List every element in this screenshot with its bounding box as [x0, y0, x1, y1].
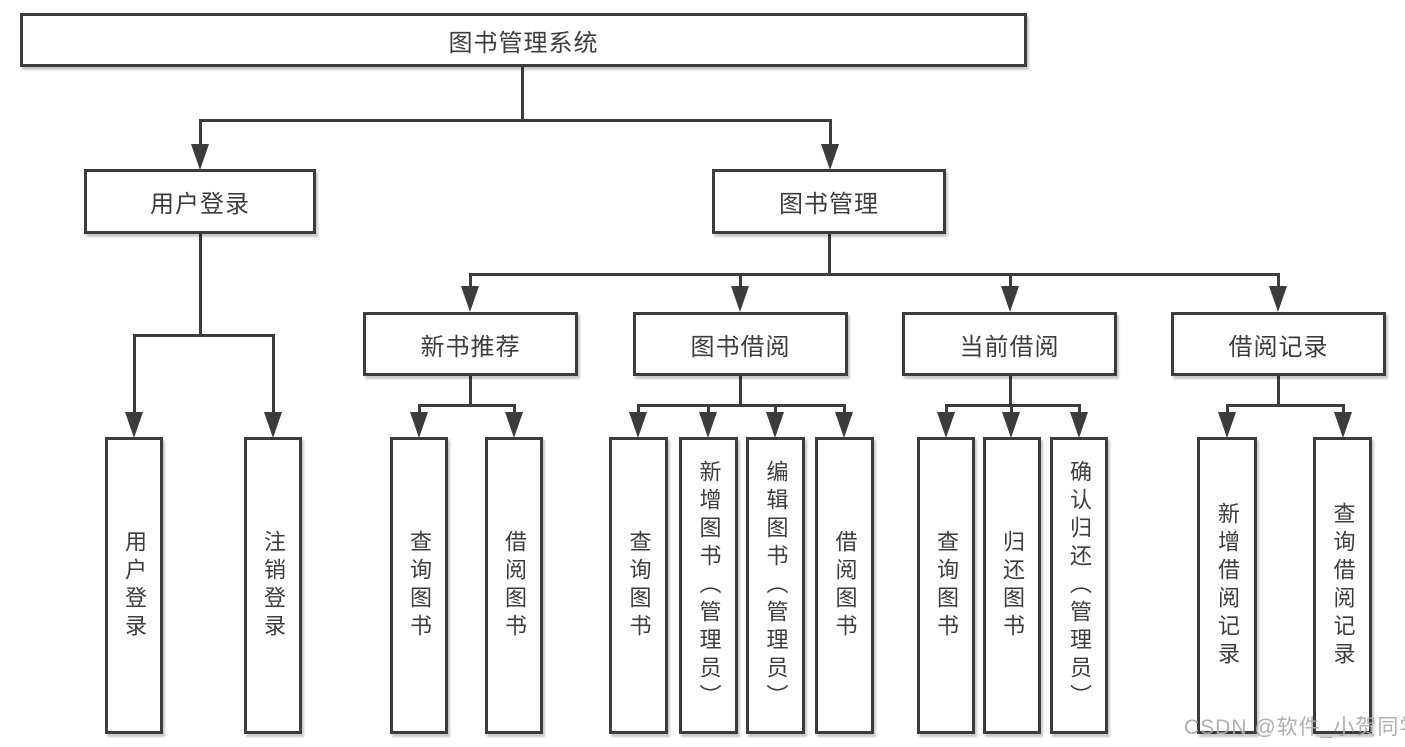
leaf-s1-borrow-books-label: 借阅图书 [832, 529, 858, 642]
leaf-s3-query-borrow-record: 查询借阅记录 [1313, 437, 1372, 734]
connector-drop-s2-leaf1 [1010, 404, 1013, 416]
node-book-management: 图书管理 [712, 169, 946, 234]
connector-s3-bar [1226, 404, 1344, 407]
leaf-s3-query-borrow-record-label: 查询借阅记录 [1330, 501, 1356, 670]
node-book-borrow: 图书借阅 [633, 312, 848, 376]
connector-level2-bar [199, 119, 832, 122]
leaf-user-login-label: 用户登录 [122, 529, 147, 642]
arrowhead-s2-leaf2 [1070, 412, 1088, 438]
leaf-s0-borrow-books: 借阅图书 [485, 437, 543, 734]
arrowhead-s1-leaf3 [835, 412, 853, 438]
node-book-borrow-label: 图书借阅 [690, 333, 791, 361]
connector-drop-s1-leaf1 [707, 404, 710, 416]
connector-management-stem [828, 233, 831, 275]
connector-drop-s1-leaf2 [774, 404, 777, 416]
connector-drop-s1-leaf3 [843, 404, 846, 416]
arrowhead-user-login [191, 144, 209, 170]
connector-drop-s3-leaf0 [1226, 404, 1229, 416]
connector-drop-s0-leaf1 [513, 404, 516, 416]
leaf-logout: 注销登录 [244, 437, 302, 734]
leaf-s2-return-books-label: 归还图书 [1000, 529, 1025, 642]
arrowhead-s2-leaf0 [937, 412, 955, 438]
arrowhead-s3-leaf0 [1218, 412, 1236, 438]
arrowhead-new-book [461, 286, 479, 312]
leaf-s0-query-books: 查询图书 [390, 437, 448, 734]
leaf-s1-borrow-books: 借阅图书 [815, 437, 874, 734]
connector-level3-bar [469, 273, 1279, 276]
node-current-borrow-label: 当前借阅 [959, 333, 1060, 361]
node-user-login-label: 用户登录 [150, 191, 250, 218]
csdn-watermark: CSDN @软件_小贺同学 [1184, 716, 1405, 739]
leaf-s2-query-books-label: 查询图书 [934, 529, 959, 642]
connector-s0-stem [469, 376, 472, 407]
connector-drop-book-borrow [739, 273, 742, 289]
connector-drop-current-borrow [1009, 273, 1012, 289]
leaf-s0-query-books-label: 查询图书 [407, 529, 432, 642]
node-borrow-records: 借阅记录 [1171, 312, 1386, 376]
arrowhead-borrow-records [1269, 286, 1287, 312]
leaf-s2-confirm-return-admin-label: 确认归还（管理员） [1067, 459, 1092, 712]
arrowhead-s2-leaf1 [1002, 412, 1020, 438]
leaf-s2-return-books: 归还图书 [983, 437, 1041, 734]
leaf-s1-query-books: 查询图书 [609, 437, 668, 734]
connector-drop-login-leaf2 [272, 334, 275, 414]
leaf-s2-confirm-return-admin: 确认归还（管理员） [1050, 437, 1108, 734]
leaf-s1-add-book-admin: 新增图书（管理员） [679, 437, 738, 734]
node-root-label: 图书管理系统 [448, 29, 599, 57]
connector-drop-book-management [829, 119, 832, 149]
leaf-logout-label: 注销登录 [261, 529, 286, 642]
arrowhead-s0-leaf0 [410, 412, 428, 438]
leaf-s1-edit-book-admin-label: 编辑图书（管理员） [763, 459, 789, 712]
arrowhead-book-management [821, 144, 839, 170]
arrowhead-login-leaf1 [125, 412, 143, 438]
connector-s1-bar [637, 404, 846, 407]
leaf-s2-query-books: 查询图书 [917, 437, 975, 734]
node-user-login: 用户登录 [84, 169, 316, 234]
node-new-book-recommend: 新书推荐 [363, 312, 578, 376]
connector-login-stem [199, 233, 202, 337]
connector-drop-s1-leaf0 [637, 404, 640, 416]
node-current-borrow: 当前借阅 [902, 312, 1117, 376]
node-book-management-label: 图书管理 [779, 191, 879, 218]
connector-drop-s2-leaf2 [1078, 404, 1081, 416]
leaf-s1-add-book-admin-label: 新增图书（管理员） [696, 459, 722, 712]
connector-root-stem [521, 67, 524, 121]
arrowhead-s3-leaf1 [1334, 412, 1352, 438]
node-root: 图书管理系统 [20, 13, 1027, 67]
connector-drop-login-leaf1 [133, 334, 136, 414]
arrowhead-s1-leaf2 [766, 412, 784, 438]
connector-drop-s2-leaf0 [945, 404, 948, 416]
connector-s2-bar [945, 404, 1081, 407]
arrowhead-login-leaf2 [264, 412, 282, 438]
node-new-book-recommend-label: 新书推荐 [420, 333, 521, 361]
arrowhead-s1-leaf1 [699, 412, 717, 438]
arrowhead-s1-leaf0 [629, 412, 647, 438]
connector-drop-new-book [469, 273, 472, 289]
connector-drop-s3-leaf1 [1342, 404, 1345, 416]
arrowhead-current-borrow [1001, 286, 1019, 312]
connector-drop-user-login [199, 119, 202, 149]
connector-s1-stem [739, 376, 742, 407]
node-borrow-records-label: 借阅记录 [1228, 333, 1329, 361]
connector-s2-stem [1009, 376, 1012, 407]
connector-s3-stem [1277, 376, 1280, 407]
connector-s0-bar [418, 404, 516, 407]
connector-drop-borrow-records [1277, 273, 1280, 289]
leaf-s0-borrow-books-label: 借阅图书 [502, 529, 527, 642]
arrowhead-s0-leaf1 [505, 412, 523, 438]
leaf-s1-query-books-label: 查询图书 [626, 529, 652, 642]
leaf-s3-add-borrow-record-label: 新增借阅记录 [1215, 501, 1240, 670]
arrowhead-book-borrow [731, 286, 749, 312]
connector-drop-s0-leaf0 [418, 404, 421, 416]
leaf-user-login: 用户登录 [105, 437, 163, 734]
connector-login-bar [133, 334, 275, 337]
leaf-s1-edit-book-admin: 编辑图书（管理员） [746, 437, 805, 734]
leaf-s3-add-borrow-record: 新增借阅记录 [1197, 437, 1257, 734]
